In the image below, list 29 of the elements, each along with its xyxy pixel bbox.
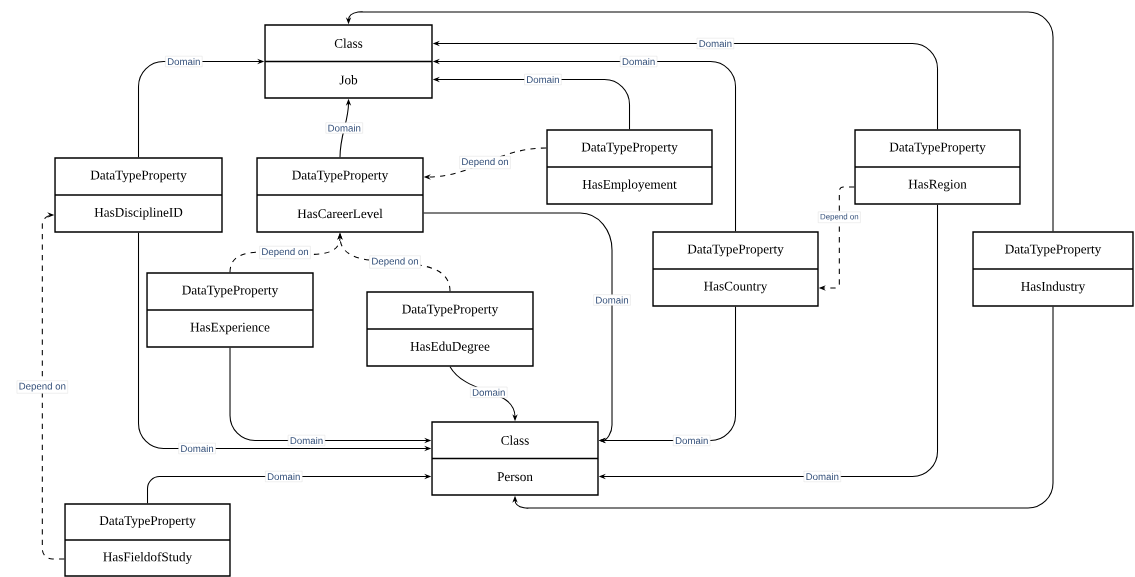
class-box: DataTypeProperty HasCareerLevel — [256, 157, 424, 233]
edge-label: Domain — [619, 55, 658, 68]
class-box: Class Person — [431, 421, 599, 496]
edge-label: Domain — [325, 122, 363, 134]
edge-label: Domain — [673, 434, 711, 447]
dashed-arrow — [41, 212, 65, 560]
class-box: Class Job — [264, 24, 433, 99]
edge-label: Domain — [265, 470, 303, 483]
class-box: DataTypeProperty HasIndustry — [972, 231, 1134, 307]
edge-label: Depend on — [259, 245, 311, 259]
edge-label: Domain — [287, 434, 326, 447]
edge-label: Domain — [696, 37, 735, 50]
edge-label: Domain — [165, 55, 203, 68]
edge-label: Depend on — [459, 155, 511, 169]
edge-label: Domain — [470, 386, 508, 398]
class-box: DataTypeProperty HasDisciplineID — [54, 157, 223, 233]
class-box: DataTypeProperty HasFieldofStudy — [64, 503, 231, 577]
edge-label: Depend on — [369, 255, 421, 269]
arrow — [512, 306, 1054, 509]
class-box: DataTypeProperty HasEmployement — [546, 129, 713, 205]
class-box: DataTypeProperty HasCountry — [652, 231, 819, 307]
class-box: DataTypeProperty HasExperience — [146, 272, 314, 348]
class-box: DataTypeProperty HasRegion — [854, 129, 1021, 205]
edge-label: Domain — [803, 470, 841, 483]
edge-label: Domain — [593, 294, 631, 306]
class-box: DataTypeProperty HasEduDegree — [366, 291, 534, 367]
edge-label: Domain — [178, 442, 216, 455]
edge-label: Depend on — [16, 380, 68, 394]
edge-label: Domain — [524, 73, 562, 86]
